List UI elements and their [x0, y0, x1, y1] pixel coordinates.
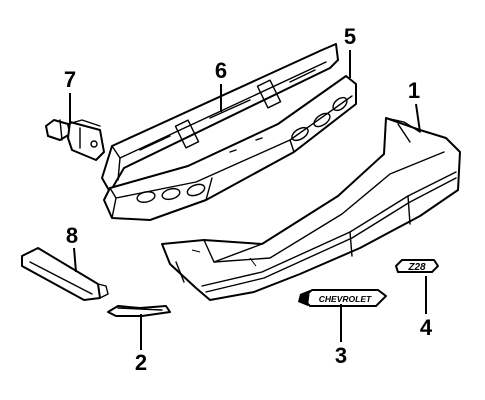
badge-text: Z28: [407, 262, 426, 273]
callout-3: 3: [335, 343, 347, 368]
bumper-bracket: [45, 119, 105, 161]
retainer-clip: [107, 305, 171, 317]
bumper-cover: [161, 117, 461, 301]
model-badge: Z28: [395, 259, 439, 273]
callout-lines: [69, 50, 427, 350]
callout-7: 7: [64, 67, 76, 92]
nameplate-text: CHEVROLET: [319, 294, 372, 304]
energy-absorber: [101, 43, 339, 193]
callout-5: 5: [344, 24, 356, 49]
callout-1: 1: [408, 78, 420, 103]
callout-labels: 1 2 3 4 5 6 7 8: [64, 24, 433, 375]
callout-line-8: [73, 247, 77, 273]
bumper-reinforcement: [103, 75, 357, 221]
callout-2: 2: [135, 350, 147, 375]
nameplate-emblem: CHEVROLET: [298, 289, 387, 307]
callout-line-1: [415, 103, 421, 133]
side-marker-lamp: [21, 247, 109, 301]
callout-8: 8: [66, 223, 78, 248]
callout-6: 6: [215, 58, 227, 83]
callout-4: 4: [420, 315, 433, 340]
